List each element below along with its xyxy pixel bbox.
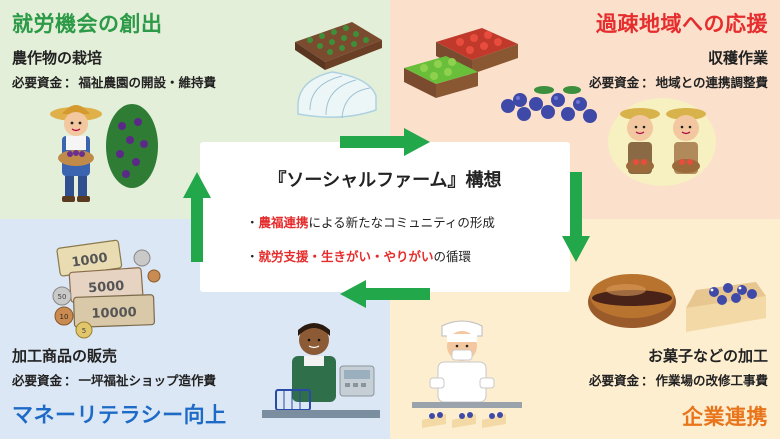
arrow-right (340, 128, 430, 156)
concept-box: 『ソーシャルファーム』構想 ・農福連携による新たなコミュニティの形成 ・就労支援… (200, 142, 570, 292)
shop-clerk-illustration (262, 323, 380, 418)
pastry-worker-illustration (412, 320, 522, 428)
fund-sweets-processing: 必要資金：作業場の改修工事費 (588, 373, 768, 388)
banknote-1000-label: 1000 (71, 251, 109, 271)
title-rural-support: 過疎地域への応援 (596, 12, 768, 36)
banknote-5000-label: 5000 (88, 279, 125, 296)
title-employment: 就労機会の創出 (12, 12, 163, 36)
coin-50-label: 50 (58, 293, 67, 301)
concept-point-2: ・就労支援・生きがい・やりがいの循環 (246, 249, 472, 264)
money-illustration: 1000 5000 10000 50 10 5 (52, 239, 161, 339)
coin-5-label: 5 (82, 327, 86, 335)
label-harvest: 収穫作業 (707, 49, 768, 67)
concept-title: 『ソーシャルファーム』構想 (268, 170, 502, 191)
label-product-sales: 加工商品の販売 (12, 347, 118, 365)
concept-point-1: ・農福連携による新たなコミュニティの形成 (246, 215, 495, 230)
seedling-tray-illustration (295, 22, 382, 119)
arrow-up (183, 172, 211, 262)
title-money-literacy: マネーリテラシー向上 (12, 403, 227, 427)
harvest-crates-illustration (404, 28, 518, 98)
fund-harvest: 必要資金：地域との連携調整費 (589, 75, 768, 90)
label-crop-cultivation: 農作物の栽培 (12, 49, 103, 67)
label-sweets-processing: お菓子などの加工 (647, 347, 768, 365)
arrow-down (562, 172, 590, 262)
title-corporate: 企業連携 (682, 405, 768, 429)
sweets-illustration (588, 274, 766, 332)
farmer-illustration (50, 104, 158, 202)
coin-10-label: 10 (60, 313, 69, 321)
blueberries-illustration (501, 86, 597, 123)
farmers-pair-illustration (608, 98, 716, 186)
fund-product-sales: 必要資金：一坪福祉ショップ造作費 (12, 373, 217, 388)
arrow-left (340, 280, 430, 308)
banknote-10000-label: 10000 (91, 305, 137, 322)
fund-crop-cultivation: 必要資金：福祉農園の開設・維持費 (12, 75, 217, 90)
